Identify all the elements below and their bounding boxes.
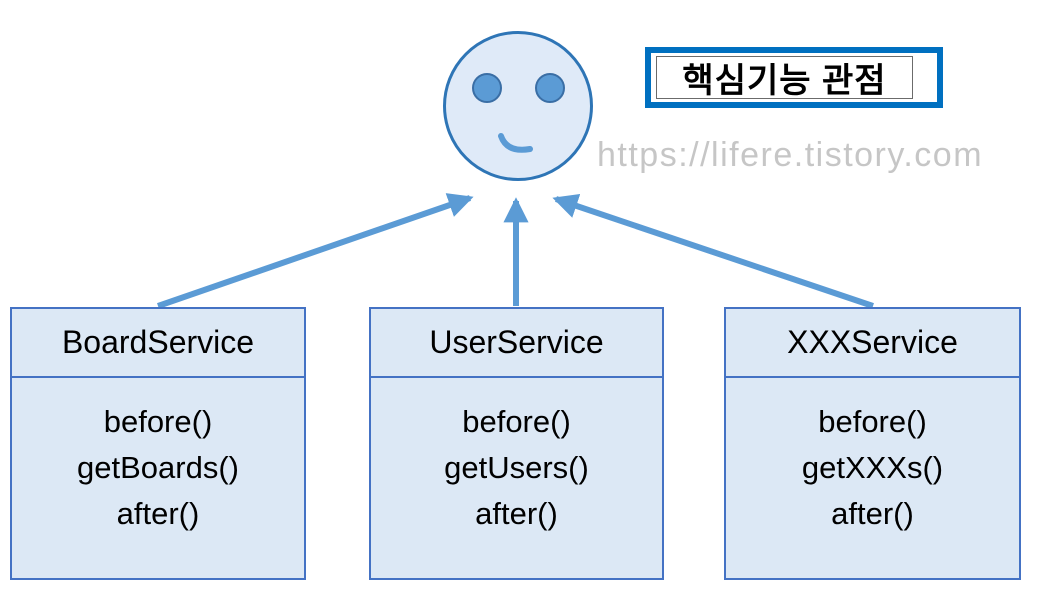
title-badge-label: 핵심기능 관점 xyxy=(682,62,887,100)
arrow-xxxservice-to-face xyxy=(552,193,874,309)
service-box-title: UserService xyxy=(371,309,662,378)
watermark-url: https://lifere.tistory.com xyxy=(597,136,984,174)
method-label: after() xyxy=(475,496,558,531)
service-box-xxxservice: XXXService before() getXXXs() after() xyxy=(724,307,1021,580)
service-box-userservice: UserService before() getUsers() after() xyxy=(369,307,664,580)
service-box-title: BoardService xyxy=(12,309,304,378)
method-label: before() xyxy=(462,404,571,439)
service-box-methods: before() getXXXs() after() xyxy=(726,378,1019,537)
service-box-methods: before() getBoards() after() xyxy=(12,378,304,537)
title-badge-inner-frame: 핵심기능 관점 xyxy=(656,56,913,100)
face-smile-icon xyxy=(498,133,533,153)
method-label: before() xyxy=(103,404,213,439)
method-label: getBoards() xyxy=(77,450,239,485)
smiley-face-icon xyxy=(443,31,593,181)
face-right-eye-icon xyxy=(535,73,565,103)
method-label: getUsers() xyxy=(444,450,589,485)
method-label: before() xyxy=(818,404,927,439)
title-badge: 핵심기능 관점 xyxy=(645,47,943,108)
service-box-boardservice: BoardService before() getBoards() after(… xyxy=(10,307,306,580)
service-box-title: XXXService xyxy=(726,309,1019,378)
method-label: getXXXs() xyxy=(801,450,944,485)
service-box-methods: before() getUsers() after() xyxy=(371,378,662,537)
arrow-boardservice-to-face xyxy=(157,193,474,309)
method-label: after() xyxy=(116,496,200,531)
method-label: after() xyxy=(831,496,914,531)
face-left-eye-icon xyxy=(472,73,502,103)
